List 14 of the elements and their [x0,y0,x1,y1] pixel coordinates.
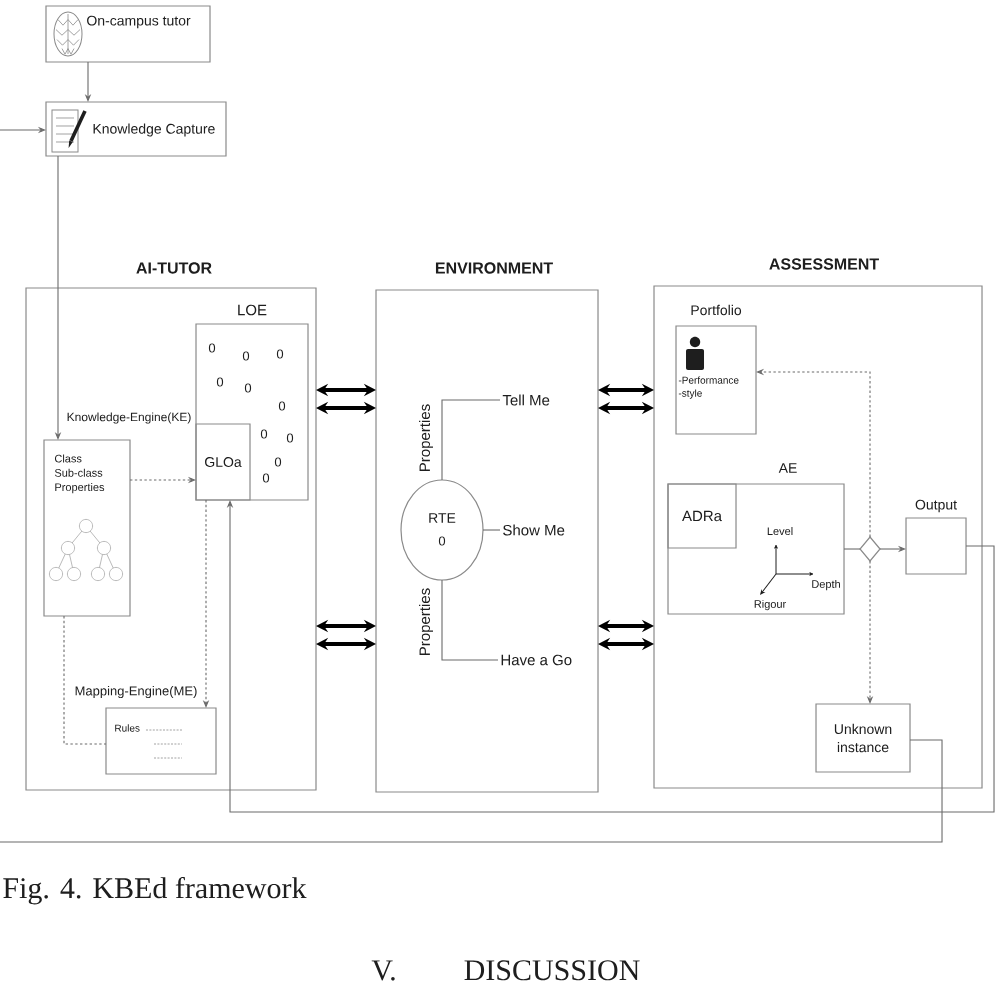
section-heading: DISCUSSION [464,960,640,981]
connector-line [843,548,861,550]
connector-line [441,399,501,481]
arrow [226,500,995,813]
connector-line [0,739,943,843]
connector-line [482,529,501,531]
figure-caption: Fig. 4. KBEd framework [3,876,307,905]
box-heading: ENVIRONMENT [435,262,553,274]
box-heading: ASSESSMENT [769,258,879,270]
connector-line [441,579,499,661]
section-number: V. [371,960,395,981]
decision-diamond [859,536,881,562]
box-heading: AI-TUTOR [136,262,212,274]
dotted-connector-line [63,615,107,745]
